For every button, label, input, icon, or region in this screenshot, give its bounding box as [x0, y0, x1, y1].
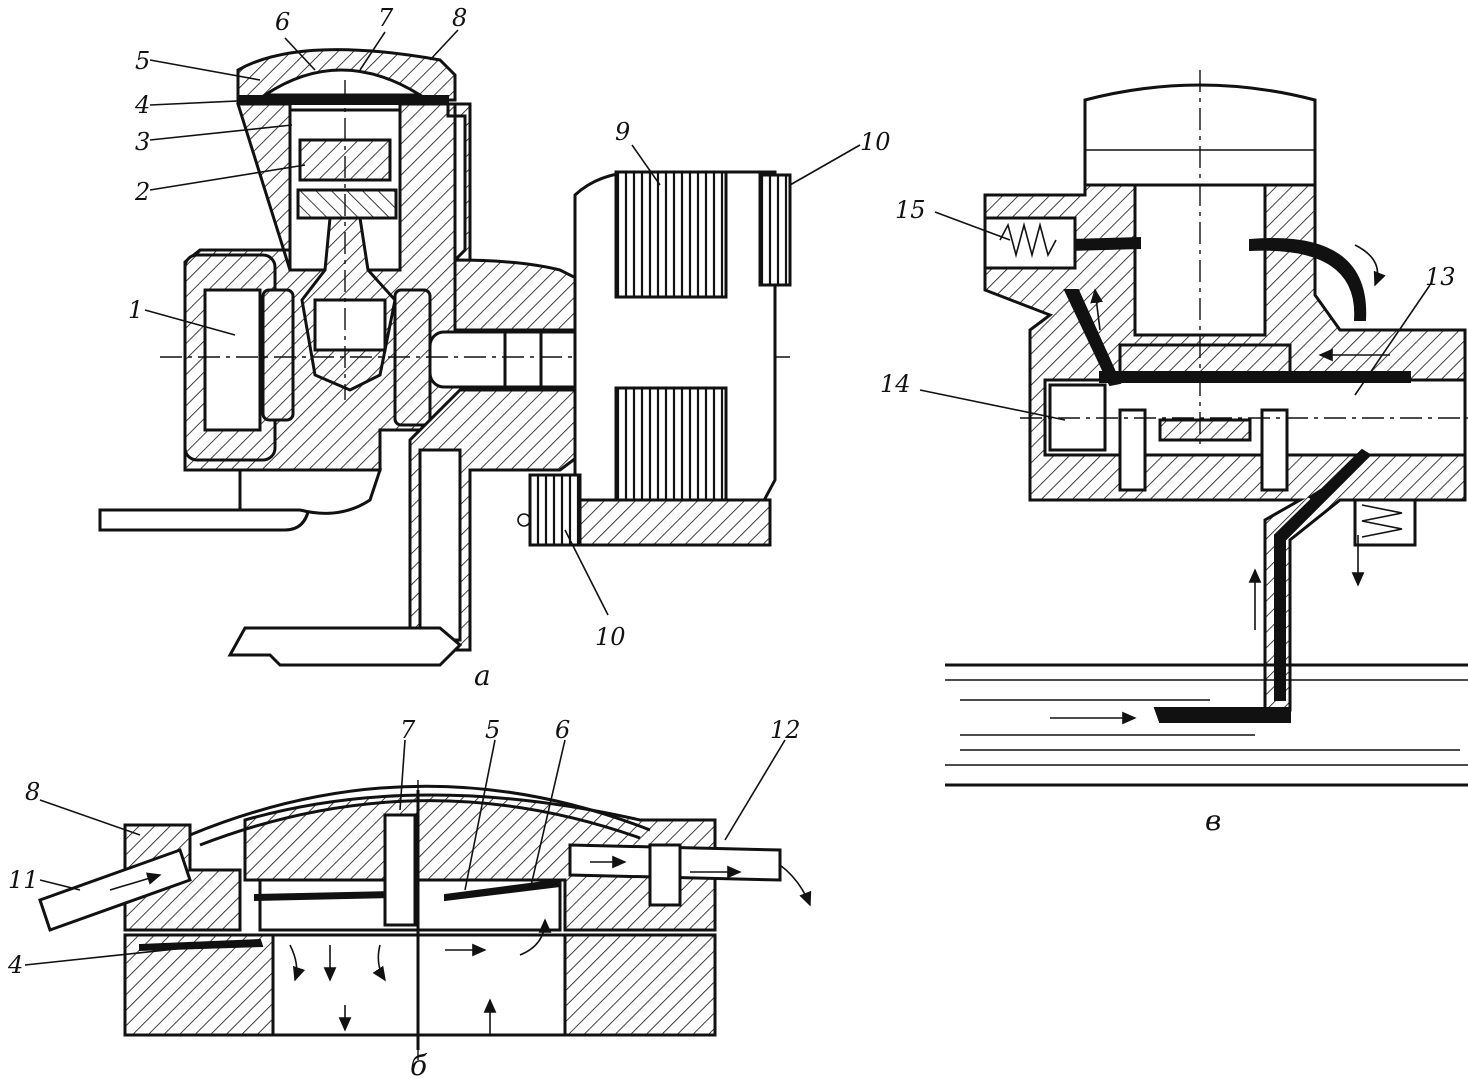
relief-valve-15 — [983, 216, 1077, 270]
piston-head — [296, 188, 398, 220]
label-b-5: 5 — [485, 716, 500, 744]
label-a-10-bottom: 10 — [595, 623, 626, 651]
label-b-7: 7 — [400, 716, 416, 744]
label-a-4: 4 — [134, 91, 150, 119]
label-a-9: 9 — [615, 118, 630, 146]
label-a-7: 7 — [378, 4, 394, 32]
head-block — [1083, 83, 1317, 187]
web-left-v — [1118, 408, 1147, 492]
valve-bolt — [383, 813, 417, 927]
label-b-12: 12 — [770, 716, 801, 744]
base-plate — [227, 626, 463, 667]
motor-end-bell — [573, 498, 772, 547]
panel-a-leaders — [144, 29, 861, 616]
label-a-2: 2 — [134, 178, 150, 206]
label-a-1: 1 — [128, 296, 143, 324]
label-v-14: 14 — [880, 370, 911, 398]
labels-panel-a: 5 4 3 2 1 6 7 8 9 10 10 а — [128, 4, 891, 692]
panel-a-compressor-section — [98, 48, 792, 667]
crank-web-left — [261, 288, 295, 422]
label-a-3: 3 — [135, 128, 150, 156]
caption-a: а — [474, 659, 491, 692]
label-b-11: 11 — [8, 866, 39, 894]
bearing-1 — [203, 288, 262, 432]
outlet-nut — [648, 843, 682, 907]
panel-v-lubrication — [919, 70, 1468, 787]
labels-panel-b: 4 5 6 7 8 11 12 б — [7, 716, 801, 1079]
label-b-4: 4 — [7, 951, 23, 979]
crankcase-bottom — [238, 468, 383, 515]
label-b-8: 8 — [25, 778, 40, 806]
oil-channel — [418, 448, 462, 642]
labels-panel-v: 13 14 15 в — [880, 196, 1456, 837]
label-b-6: 6 — [555, 716, 570, 744]
valve-dome — [260, 68, 426, 97]
valve-plate — [237, 95, 449, 105]
conrod-cap — [1158, 418, 1252, 442]
conrod-big-end — [1118, 343, 1292, 377]
caption-v: в — [1205, 804, 1221, 837]
label-a-5: 5 — [135, 47, 150, 75]
label-a-10-top: 10 — [860, 128, 891, 156]
caption-b: б — [410, 1049, 428, 1079]
check-valve — [1353, 498, 1417, 547]
label-a-6: 6 — [275, 8, 290, 36]
valve-head-body — [243, 793, 717, 932]
label-a-8: 8 — [452, 4, 467, 32]
shaft-collar — [503, 330, 543, 389]
terminal-block — [758, 173, 792, 287]
stator-windings-upper — [614, 170, 728, 299]
inlet-tube-11 — [38, 848, 192, 932]
panel-b-valve-detail — [24, 739, 812, 1060]
label-v-15: 15 — [895, 196, 926, 224]
web-right-v — [1260, 408, 1289, 492]
label-v-13: 13 — [1425, 263, 1456, 291]
mounting-lug — [528, 473, 582, 547]
cylinder-wall-right — [563, 933, 717, 1037]
rod-bearing — [313, 298, 387, 352]
